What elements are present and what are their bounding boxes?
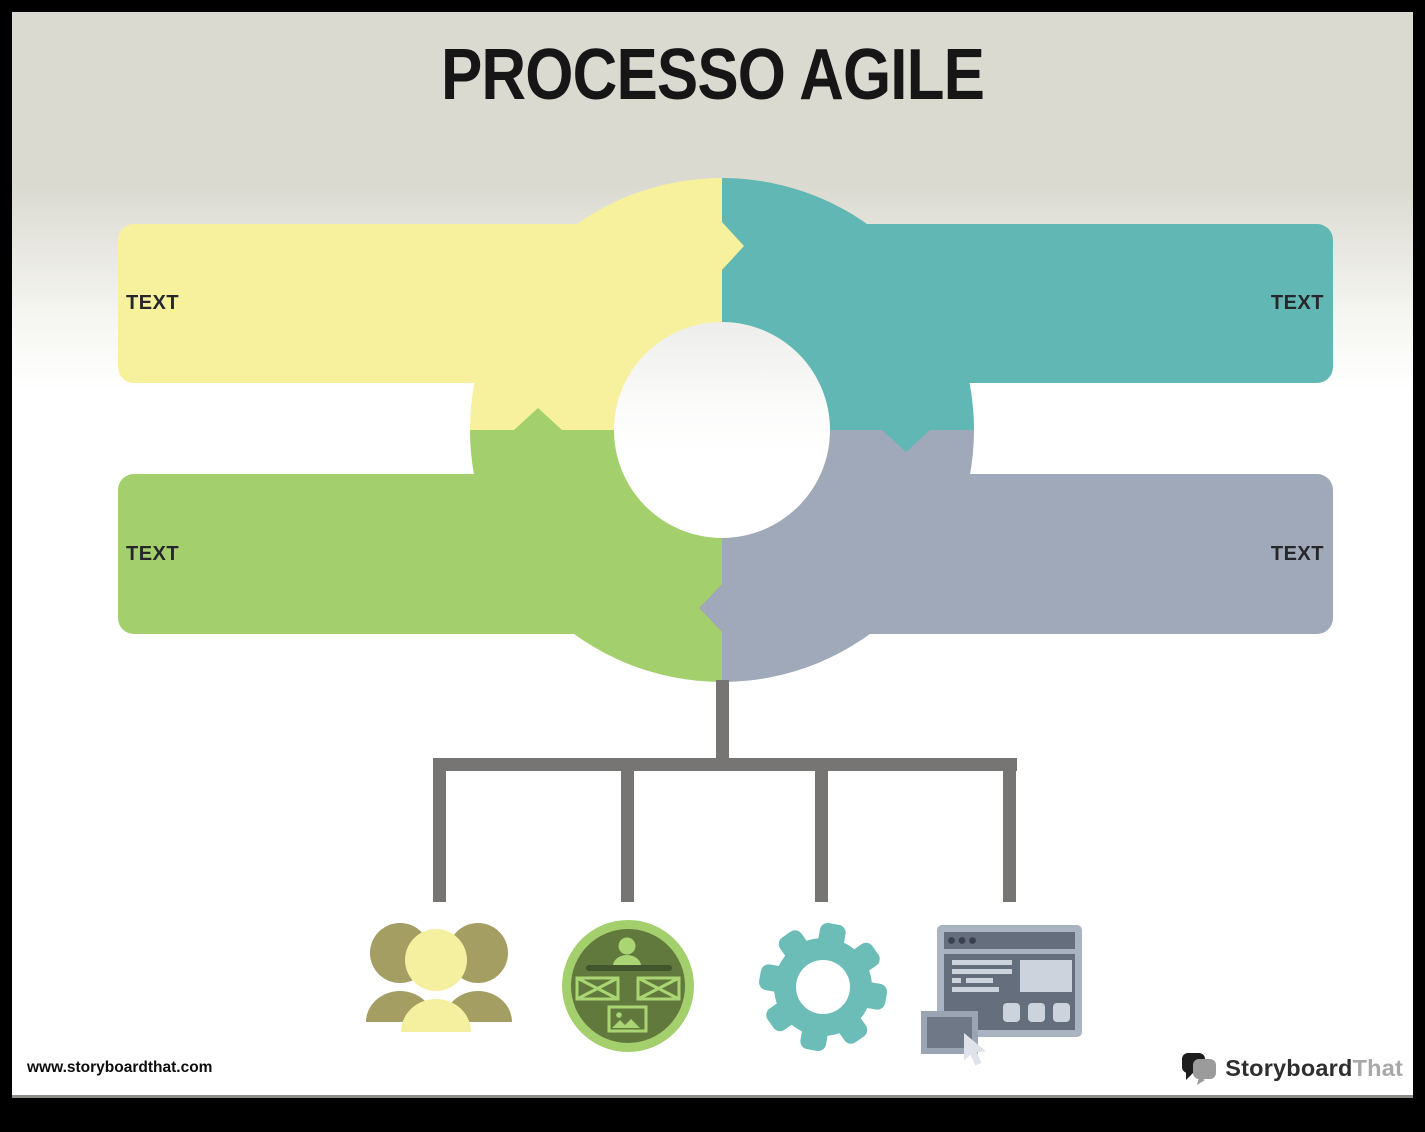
- brand-logo: StoryboardThat: [1182, 1048, 1403, 1088]
- process-bar-label: TEXT: [126, 292, 180, 314]
- brand-name-secondary: That: [1352, 1054, 1403, 1081]
- wireframe-icon: [562, 920, 694, 1052]
- gear-icon: [758, 922, 888, 1052]
- connector-crossbar: [433, 758, 1017, 771]
- cycle-center-hub: [614, 322, 830, 538]
- page-title: PROCESSO AGILE: [440, 35, 985, 115]
- connector-drop: [433, 758, 446, 902]
- connector-drop: [815, 758, 828, 902]
- browser-window-icon: [921, 925, 1082, 1066]
- team-icon: [366, 923, 512, 1032]
- brand-name: StoryboardThat: [1225, 1055, 1403, 1082]
- process-bar-label: TEXT: [126, 542, 180, 565]
- connector-stem: [716, 680, 729, 771]
- connector-drop: [1003, 758, 1016, 902]
- connector-drop: [621, 758, 634, 902]
- brand-name-primary: Storyboard: [1225, 1054, 1353, 1081]
- process-bar-label: TEXT: [1270, 542, 1324, 565]
- process-bar-label: TEXT: [1270, 292, 1324, 314]
- footer-url: www.storyboardthat.com: [27, 1059, 213, 1076]
- template-page: PROCESSO AGILE TEXT TEXT TEXT TEXT: [12, 12, 1413, 1095]
- speech-bubbles-icon: [1182, 1053, 1217, 1085]
